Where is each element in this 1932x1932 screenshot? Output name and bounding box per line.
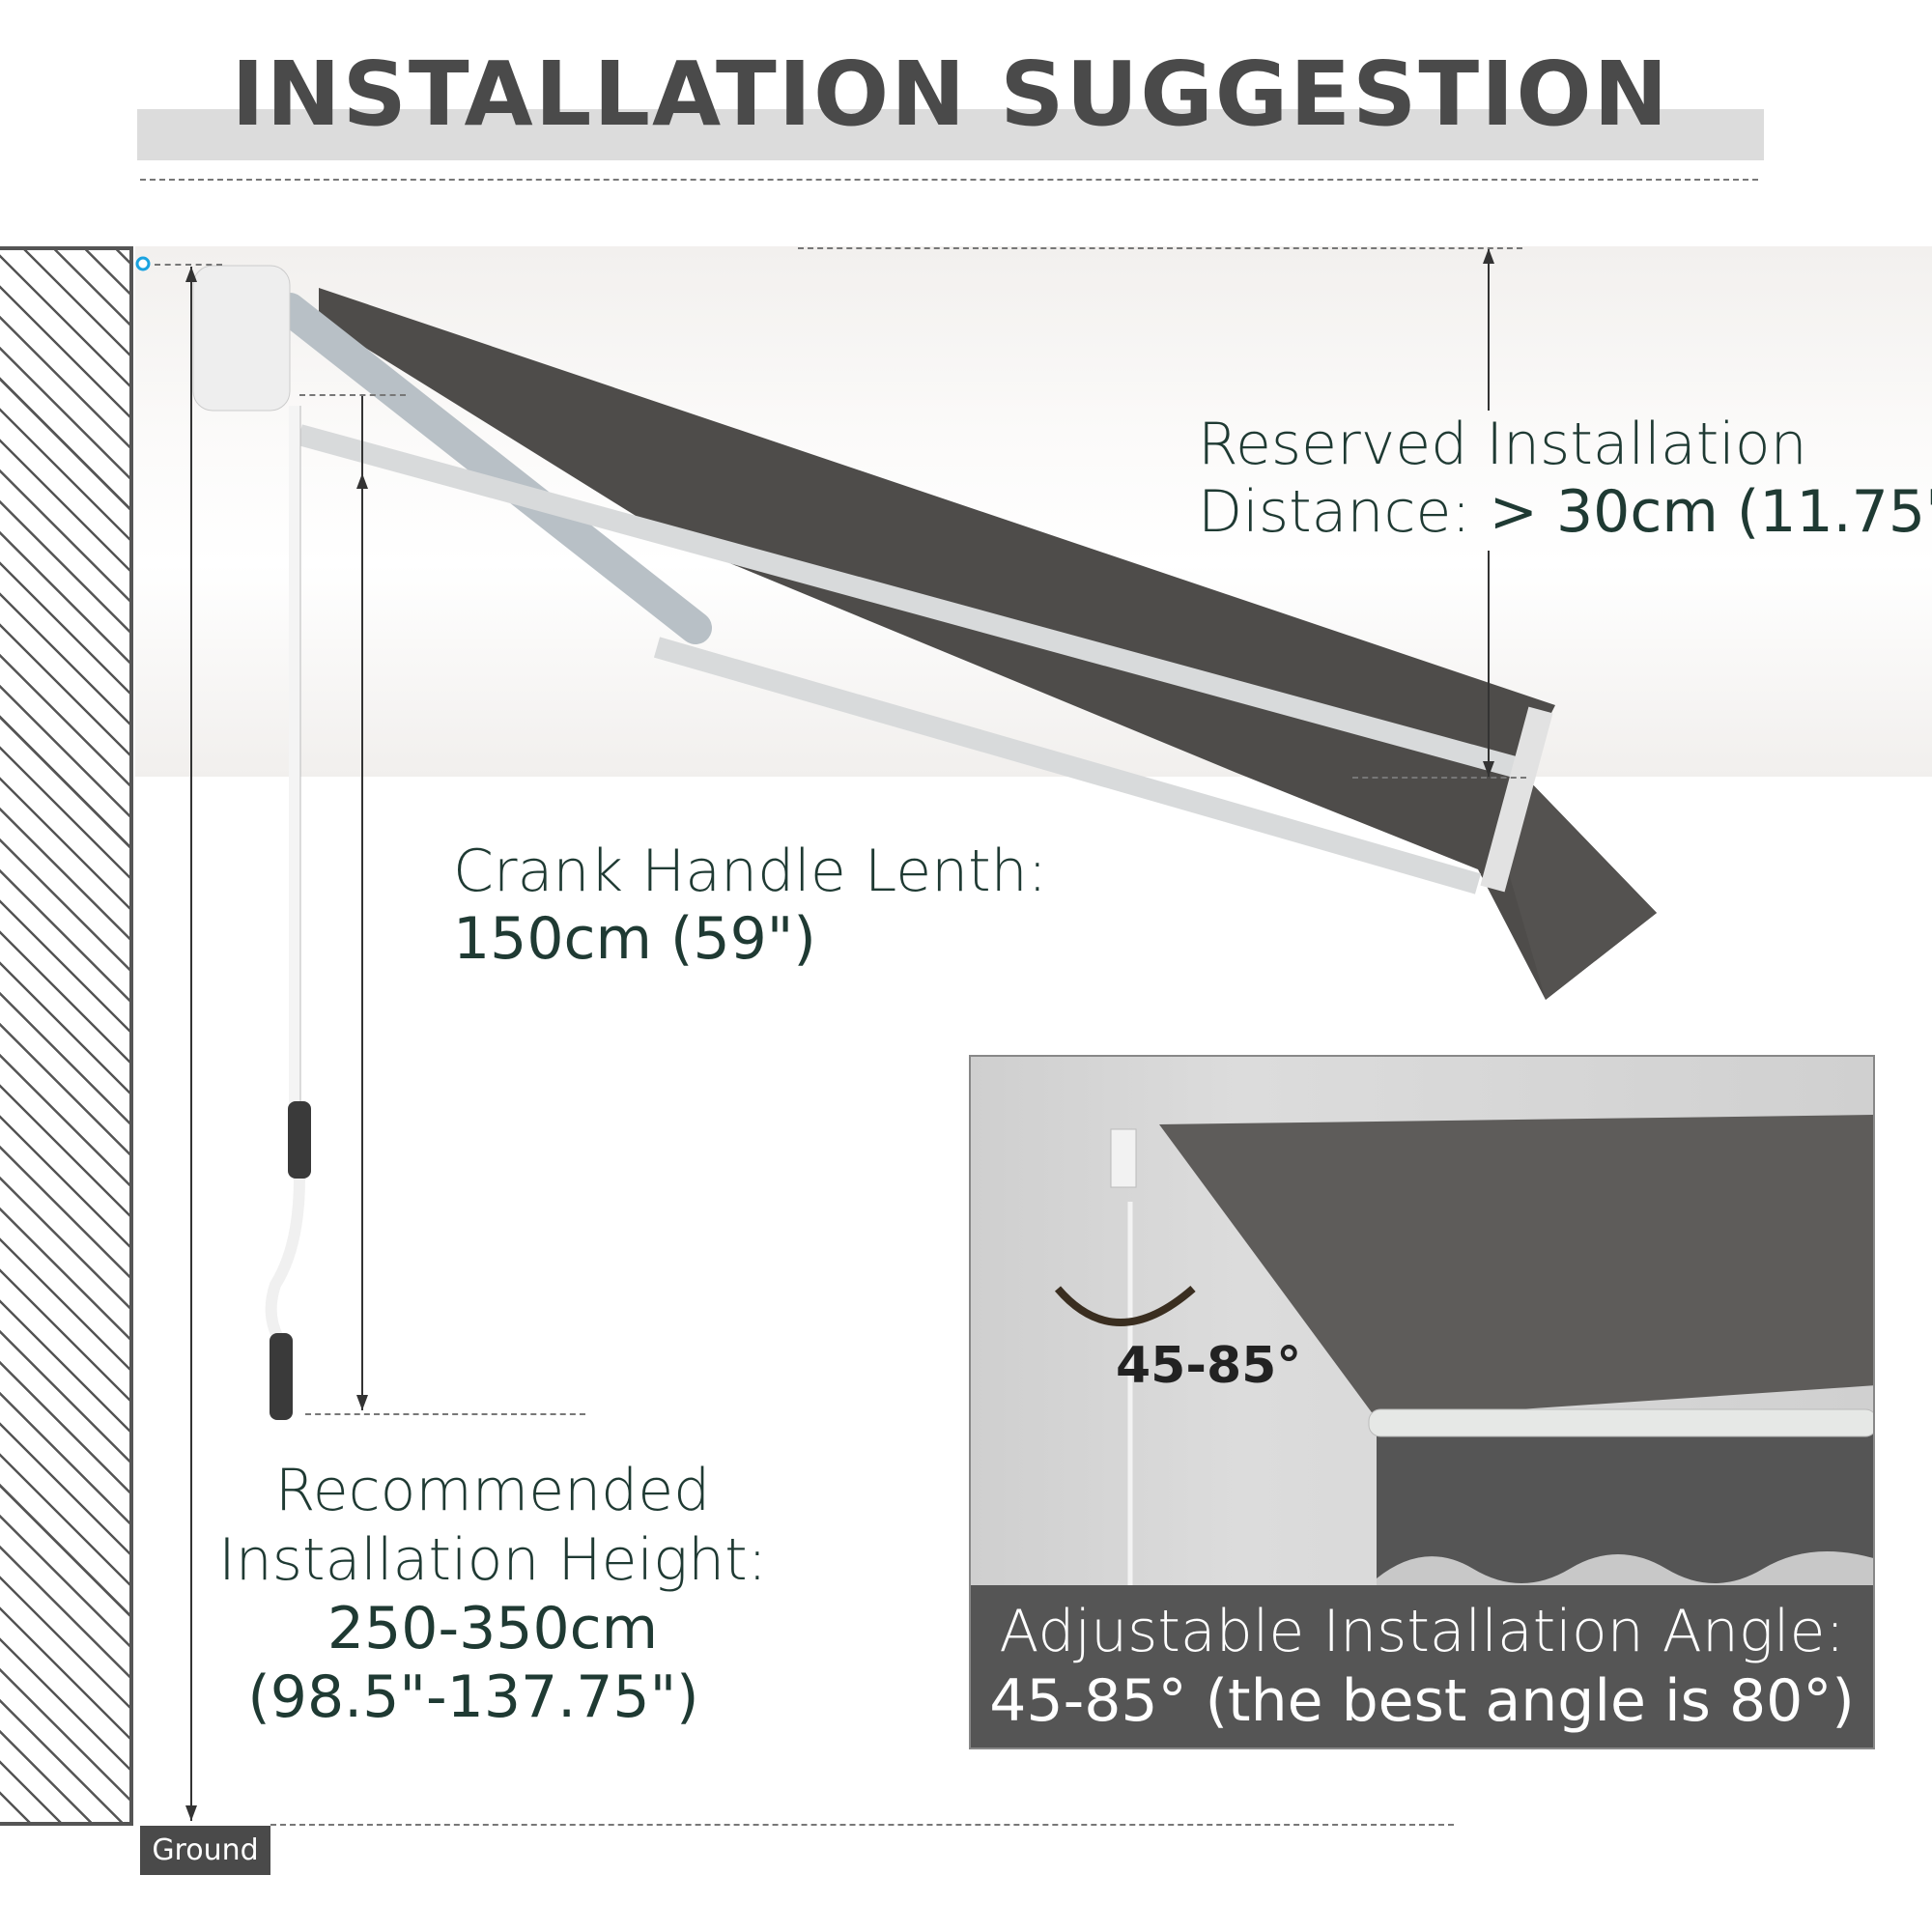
angle-caption: Adjustable Installation Angle: 45-85° (t… [971,1585,1873,1747]
support-arm-upper [297,424,1539,783]
mount-point-dot [135,256,151,271]
angle-caption-line1: Adjustable Installation Angle: [999,1598,1845,1665]
inset-awning [1054,1115,1873,1612]
divider-dashed [140,179,1758,181]
title-underline-bar [137,109,1764,160]
height-line2: Installation Height: [218,1526,767,1594]
awning-fabric [319,288,1657,1000]
height-value1: 250-350cm [327,1595,659,1662]
reserved-distance-label: Distance: [1198,478,1471,546]
reserved-distance-line1: Reserved Installation [1198,411,1807,478]
ground-label: Ground [140,1826,270,1875]
dimension-guide [1352,777,1526,779]
dimension-guide [305,1413,585,1415]
dimension-guide [155,264,222,266]
crank-length-label: Crank Handle Lenth: [453,838,1047,905]
crank-grip-lower [270,1333,293,1420]
dimension-guide [299,394,406,396]
ground-line [270,1824,1454,1826]
page-title: INSTALLATION SUGGESTION [231,43,1670,146]
wall-bracket [192,265,291,412]
inset-angle-photo: 45-85° Adjustable Installation Angle: 45… [969,1055,1875,1749]
angle-range-label: 45-85° [1116,1337,1302,1395]
dimension-guide [798,247,1522,249]
crank-grip-upper [288,1101,311,1179]
awning-valance [1502,773,1657,1000]
roller-tube [273,293,712,644]
reserved-distance-line2: Distance: > 30cm (11.75") [1198,478,1932,546]
crank-bend [265,1178,305,1341]
wall-hatched [0,246,133,1826]
front-bar [1480,706,1553,893]
reserved-distance-value: > 30cm (11.75") [1489,478,1932,546]
height-value2: (98.5"-137.75") [247,1663,699,1731]
height-line1: Recommended [274,1457,711,1524]
crank-length-value: 150cm (59") [453,905,816,973]
support-arm-lower [653,637,1482,895]
angle-caption-line2: 45-85° (the best angle is 80°) [989,1667,1855,1735]
angle-arc-icon [1054,1285,1196,1326]
